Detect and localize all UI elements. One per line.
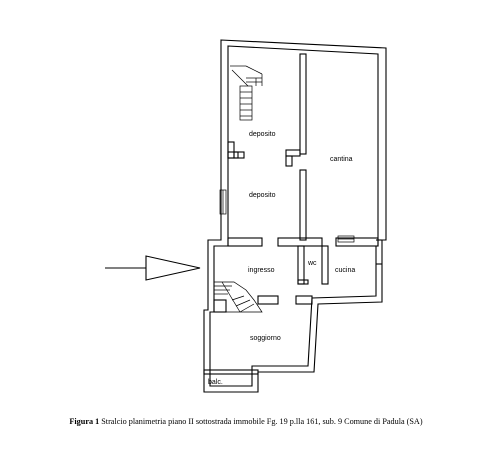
room-label-deposito-top: deposito (249, 131, 276, 138)
entrance-arrow (105, 255, 201, 281)
interior-walls (203, 53, 379, 375)
window-kitchen (337, 235, 355, 243)
room-label-ingresso: ingresso (248, 267, 275, 274)
staircase-top (230, 65, 263, 121)
window-left (219, 189, 227, 215)
caption-text: Stralcio planimetria piano II sottostrad… (99, 417, 423, 426)
staircase-bottom (214, 281, 263, 313)
room-label-soggiorno: soggiorno (250, 335, 281, 342)
room-label-balcone: balc. (208, 379, 223, 386)
room-label-cucina: cucina (335, 267, 355, 274)
right-step-walls (376, 239, 382, 265)
room-label-cantina: cantina (330, 156, 353, 163)
room-label-deposito-mid: deposito (249, 192, 276, 199)
outer-walls (203, 39, 387, 393)
caption-label: Figura 1 (69, 417, 100, 426)
room-label-wc: wc (307, 260, 317, 267)
figure-caption: Figura 1 Stralcio planimetria piano II s… (0, 417, 492, 426)
floor-plan: deposito deposito cantina ingresso wc cu… (105, 39, 387, 393)
